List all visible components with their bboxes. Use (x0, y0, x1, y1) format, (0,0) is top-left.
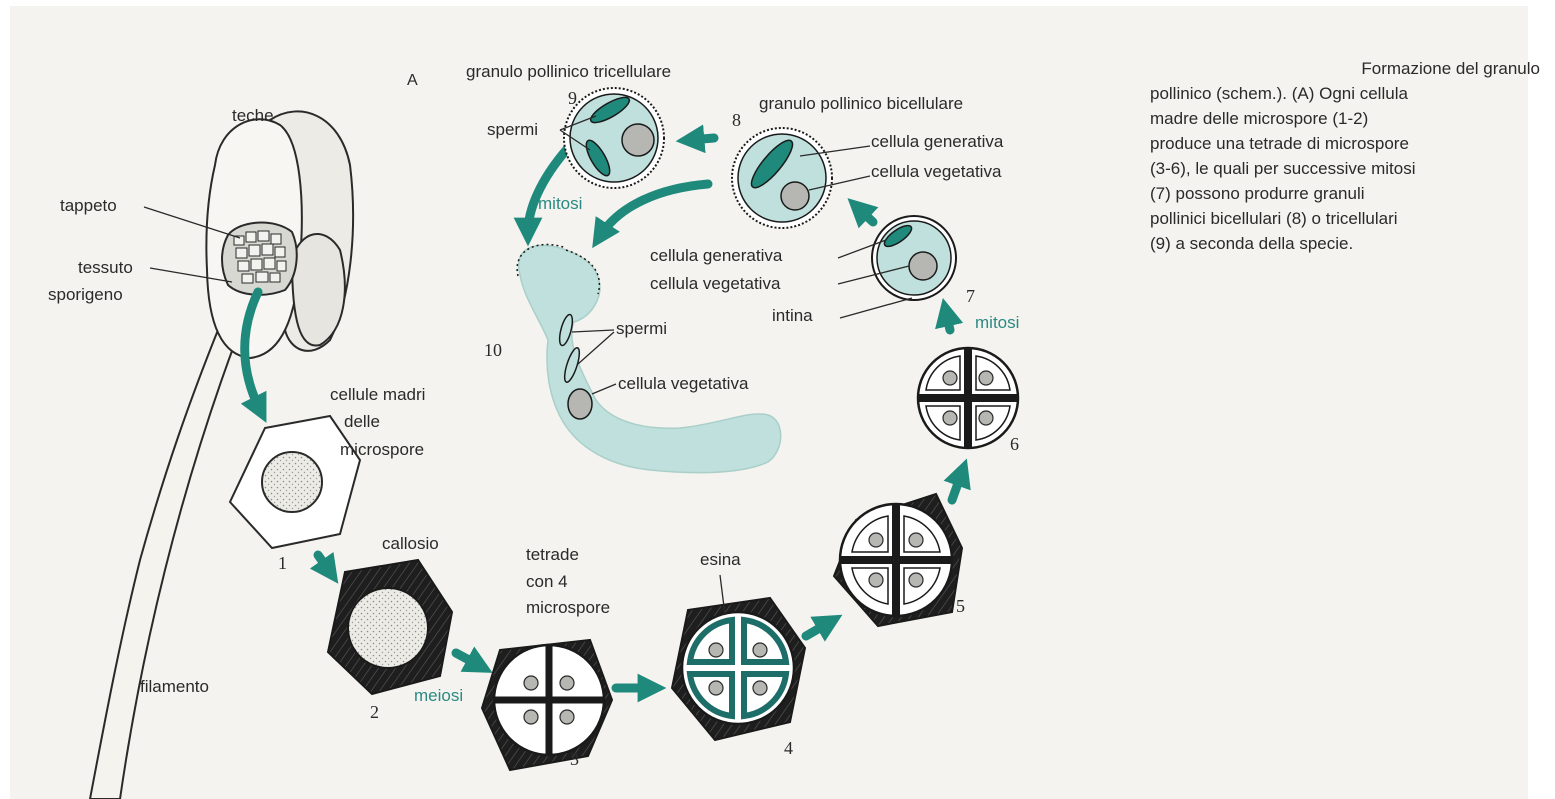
label-cellule-madri-2: delle (344, 412, 380, 432)
stage-number-3: 3 (570, 749, 579, 770)
label-tetrade-1: tetrade (526, 545, 579, 565)
label-esina: esina (700, 550, 741, 570)
label-spermi-9: spermi (487, 120, 538, 140)
label-tessuto: tessuto (78, 258, 133, 278)
stage-4-tetrad-exine (672, 575, 805, 740)
stage-number-10: 10 (484, 340, 502, 361)
label-cellula-vegetativa-7: cellula vegetativa (650, 274, 780, 294)
caption-line-3: madre delle microspore (1-2) (1150, 106, 1550, 131)
caption-line-1: Formazione del granulo (1150, 56, 1550, 81)
label-granulo-tricellulare: granulo pollinico tricellulare (466, 62, 671, 82)
label-cellule-madri-3: microspore (340, 440, 424, 460)
caption-line-6: (7) possono produrre granuli (1150, 181, 1550, 206)
stage-7-pollen (838, 216, 956, 318)
stage-2-callose-cell (328, 560, 452, 694)
label-cellule-madri-1: cellule madri (330, 385, 425, 405)
label-sporigeno: sporigeno (48, 285, 123, 305)
figure-caption: Formazione del granulo pollinico (schem.… (1150, 56, 1550, 256)
stage-8-bicellular-grain (732, 128, 870, 228)
label-mitosi-upper: mitosi (538, 194, 582, 214)
stage-5-tetrad (834, 494, 962, 626)
caption-line-4: produce una tetrade di microspore (1150, 131, 1550, 156)
stage-number-6: 6 (1010, 434, 1019, 455)
label-meiosi: meiosi (414, 686, 463, 706)
label-tetrade-2: con 4 (526, 572, 568, 592)
stage-3-tetrad (482, 640, 612, 770)
caption-line-8: (9) a seconda della specie. (1150, 231, 1550, 256)
label-spermi-10: spermi (616, 319, 667, 339)
label-callosio: callosio (382, 534, 439, 554)
stage-number-4: 4 (784, 738, 793, 759)
stage-6-microspores (918, 348, 1018, 448)
label-cellula-generativa-7: cellula generativa (650, 246, 782, 266)
label-tappeto: tappeto (60, 196, 117, 216)
stage-1-mother-cell (230, 416, 360, 548)
label-tetrade-3: microspore (526, 598, 610, 618)
caption-line-7: pollinici bicellulari (8) o tricellulari (1150, 206, 1550, 231)
panel-letter: A (407, 72, 418, 90)
stage-number-2: 2 (370, 702, 379, 723)
stage-number-8: 8 (732, 110, 741, 131)
label-filamento: filamento (140, 677, 209, 697)
label-teche: teche (232, 106, 274, 126)
label-intina: intina (772, 306, 813, 326)
label-cellula-generativa-8: cellula generativa (871, 132, 1003, 152)
stage-number-9: 9 (568, 88, 577, 109)
caption-line-2: pollinico (schem.). (A) Ogni cellula (1150, 81, 1550, 106)
label-cellula-vegetativa-10: cellula vegetativa (618, 374, 748, 394)
label-mitosi-lower: mitosi (975, 313, 1019, 333)
stage-number-7: 7 (966, 286, 975, 307)
caption-line-5: (3-6), le quali per successive mitosi (1150, 156, 1550, 181)
label-granulo-bicellulare: granulo pollinico bicellulare (759, 94, 963, 114)
label-cellula-vegetativa-8: cellula vegetativa (871, 162, 1001, 182)
stage-number-5: 5 (956, 596, 965, 617)
stage-number-1: 1 (278, 553, 287, 574)
